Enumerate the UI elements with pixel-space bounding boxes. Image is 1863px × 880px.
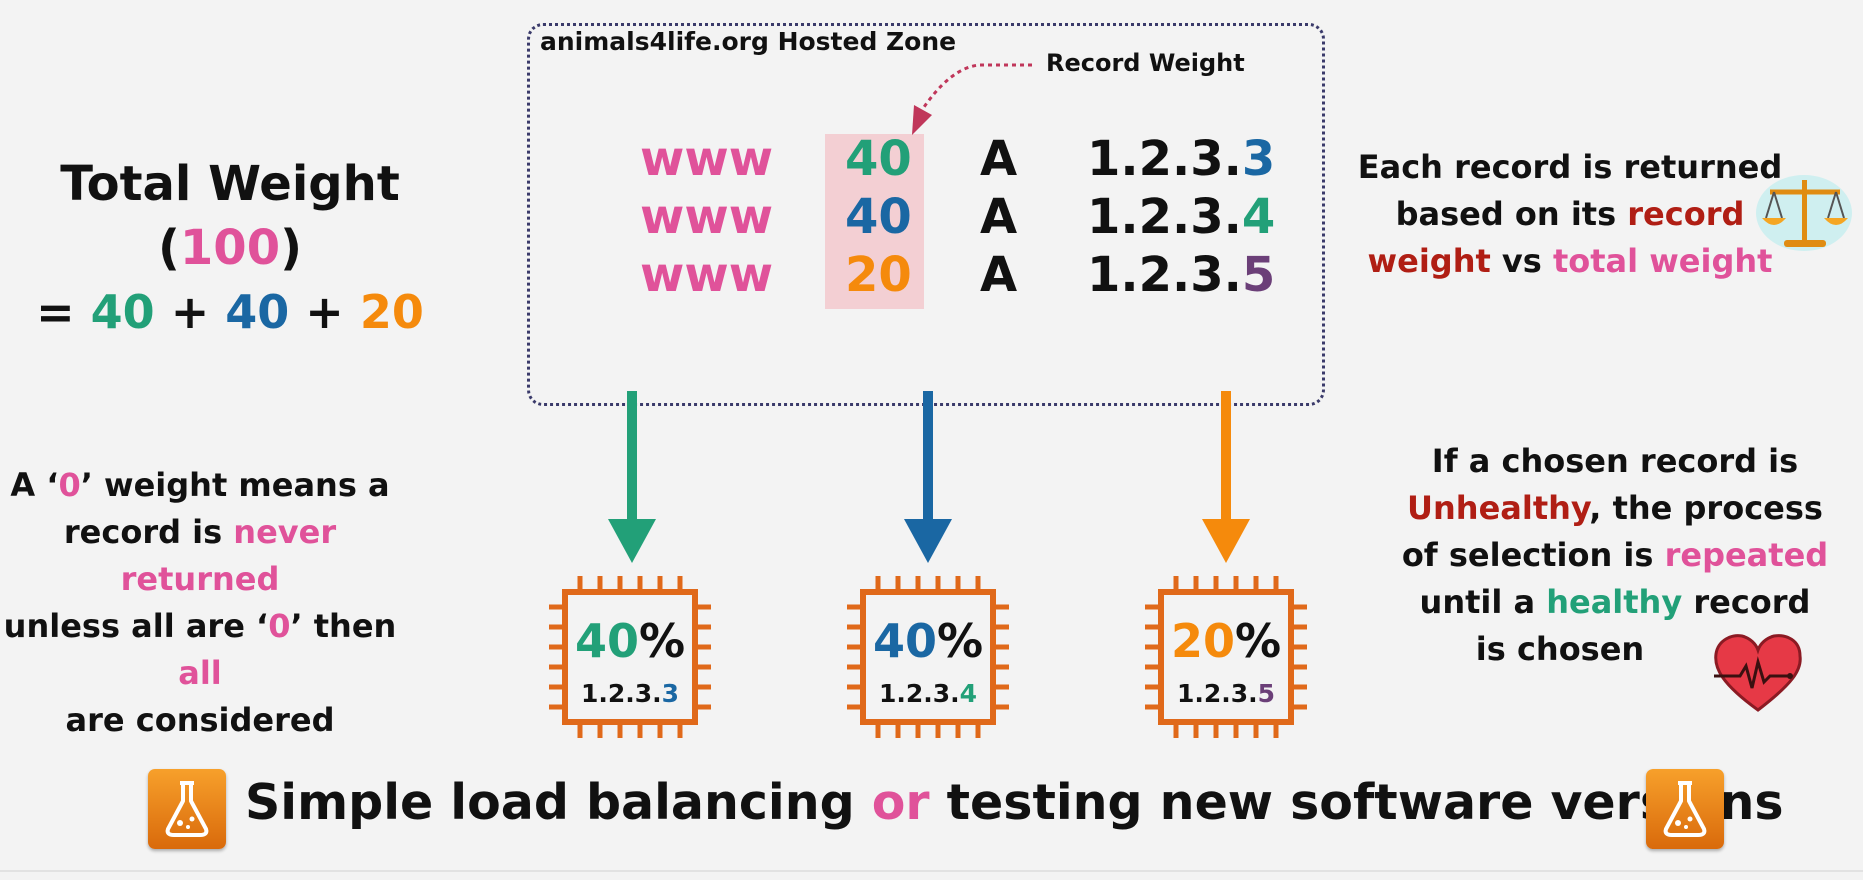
heart-icon — [1714, 634, 1802, 712]
record-weight: 40 — [845, 189, 912, 245]
record-row: www — [640, 246, 773, 304]
record-name: www — [640, 189, 774, 245]
record-row: www — [640, 188, 773, 246]
chip-percentage: 20% — [1170, 614, 1282, 668]
chip-ip: 1.2.3.4 — [878, 679, 978, 708]
bottom-caption: Simple load balancing or testing new sof… — [245, 774, 1784, 831]
zone-title: animals4life.org Hosted Zone — [540, 27, 957, 56]
flask-icon — [148, 769, 226, 849]
record-row: www — [640, 130, 773, 188]
scales-icon — [1756, 175, 1852, 251]
flask-icon — [1646, 769, 1724, 849]
record-name: www — [640, 131, 774, 187]
weight-explanation: Each record is returned based on its rec… — [1357, 148, 1783, 280]
record-type: A — [980, 247, 1018, 303]
record-ip: 1.2.3.5 — [1087, 247, 1276, 303]
arrow-down-icon — [1202, 391, 1250, 563]
zero-weight-note: A ‘0’ weight means a record is never ret… — [3, 466, 397, 739]
record-type: A — [980, 189, 1018, 245]
record-ip: 1.2.3.3 — [1087, 131, 1276, 187]
record-weight-label: Record Weight — [1046, 49, 1245, 77]
record-weight: 40 — [845, 131, 912, 187]
weight-column-highlight — [825, 134, 924, 309]
record-ip: 1.2.3.4 — [1087, 189, 1276, 245]
record-type: A — [980, 131, 1018, 187]
chip-percentage: 40% — [872, 614, 984, 668]
arrow-down-icon — [904, 391, 952, 563]
footer-divider — [0, 870, 1863, 872]
total-weight: Total Weight (100) = 40 + 40 + 20 — [36, 156, 424, 339]
arrow-down-icon — [608, 391, 656, 563]
record-weight-callout-arrow — [912, 63, 1032, 135]
health-check-note: If a chosen record is Unhealthy, the pro… — [1401, 442, 1829, 668]
chip-ip: 1.2.3.3 — [580, 679, 680, 708]
chip-percentage: 40% — [574, 614, 686, 668]
record-weight: 20 — [845, 247, 912, 303]
record-name: www — [640, 247, 774, 303]
chip-ip: 1.2.3.5 — [1176, 679, 1276, 708]
